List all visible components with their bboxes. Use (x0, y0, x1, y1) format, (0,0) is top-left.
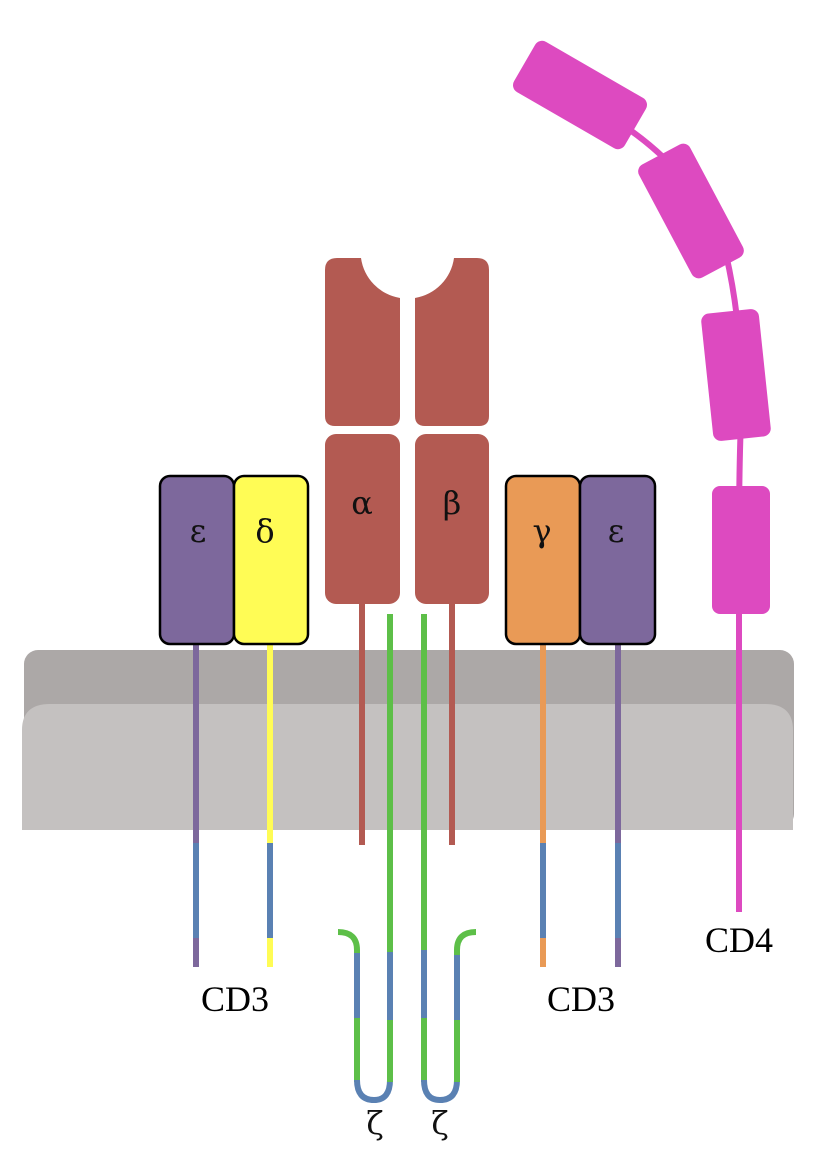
gamma-domain (504, 474, 582, 646)
cd4-label: CD4 (705, 920, 773, 960)
alpha-variable-domain (325, 258, 400, 426)
zeta-zeta-dimer (337, 614, 477, 1104)
beta-label: β (443, 484, 462, 522)
epsilon-right-label: ε (608, 512, 625, 550)
cd4-domain-d1 (513, 40, 647, 150)
zeta-left-loop (354, 1079, 393, 1104)
cd4-domain-d2 (638, 143, 744, 279)
cell-membrane (22, 650, 794, 830)
epsilon-left-label: ε (190, 512, 207, 550)
alpha-label: α (351, 484, 373, 522)
cd3-right-label: CD3 (547, 979, 615, 1019)
alpha-constant-domain (325, 434, 400, 604)
zeta-right-outer (454, 929, 477, 955)
delta-domain (232, 474, 310, 646)
cd4-coreceptor (513, 40, 771, 912)
membrane-inner-leaflet (22, 704, 793, 830)
delta-label: δ (255, 512, 274, 550)
cd4-domain-d4 (712, 486, 770, 614)
cd3-left-label: CD3 (201, 979, 269, 1019)
zeta-left-label: ζ (366, 1104, 383, 1142)
beta-constant-domain (415, 434, 489, 604)
cd4-domain-d3 (701, 309, 771, 441)
epsilon-right-domain (578, 474, 657, 646)
epsilon-left-domain (158, 474, 236, 646)
beta-variable-domain (415, 258, 489, 426)
zeta-right-label: ζ (431, 1104, 448, 1142)
cd3-epsilon-delta-left: ε δ (158, 474, 310, 967)
tcr-alpha-beta: α β (325, 258, 489, 845)
zeta-left-outer (337, 929, 360, 955)
gamma-label: γ (532, 512, 551, 550)
cd3-gamma-epsilon-right: γ ε (504, 474, 657, 967)
zeta-right-loop (421, 1079, 460, 1104)
